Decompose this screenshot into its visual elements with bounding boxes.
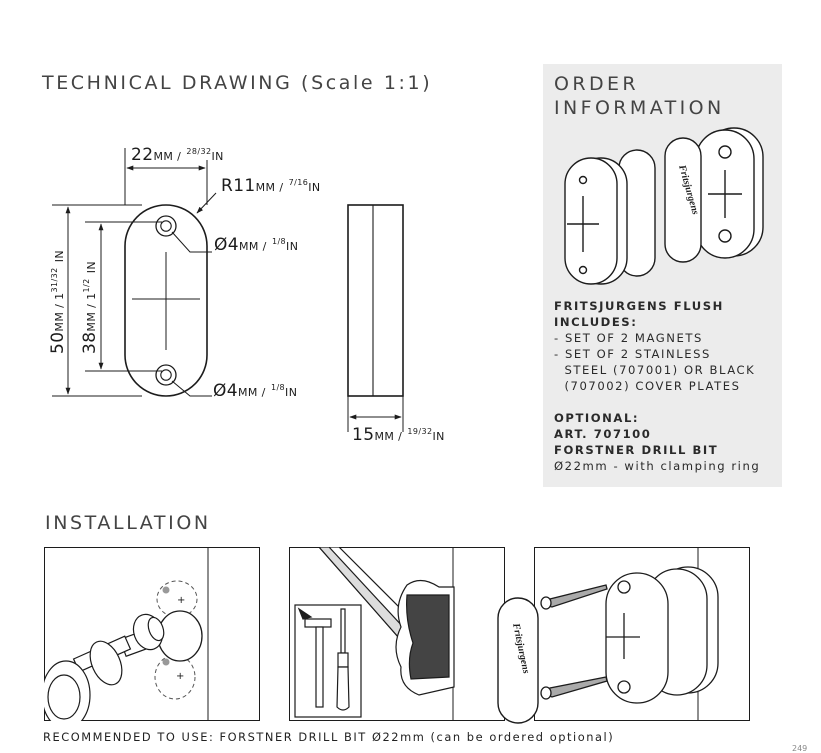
hole-bottom-label: Ø4MM / 1/8IN (213, 381, 298, 401)
hole-bottom-inner (160, 369, 172, 381)
height-label: 50MM / 131/32 IN (48, 249, 68, 354)
magnet-side-outline (347, 204, 404, 397)
cover-plate-logo (664, 137, 702, 263)
optional-product: FORSTNER DRILL BIT (554, 443, 719, 457)
hole-top-label: Ø4MM / 1/8IN (214, 235, 299, 255)
hole-bottom-outer (155, 364, 177, 386)
installation-step-drill: ++ (44, 547, 260, 721)
spacing-label: 38MM / 11/2 IN (80, 260, 100, 354)
hole-bottom-leader (171, 380, 212, 397)
technical-drawing-title: TECHNICAL DRAWING (Scale 1:1) (42, 72, 433, 94)
includes-items: - SET OF 2 MAGNETS - SET OF 2 STAINLESS … (554, 331, 756, 393)
back-magnet-hole-top (718, 145, 732, 159)
installation-step-screw (534, 547, 750, 721)
installation-title: INSTALLATION (45, 512, 211, 534)
hole-top-inner (160, 220, 172, 232)
product-illustration: Fritsjurgens (564, 127, 764, 285)
svg-text:+: + (176, 671, 184, 682)
back-magnet-hole-bottom (718, 229, 732, 243)
footer-recommendation: RECOMMENDED TO USE: FORSTNER DRILL BIT Ø… (43, 730, 615, 744)
radius-label: R11MM / 7/16IN (221, 176, 321, 196)
optional-heading: OPTIONAL: (554, 411, 640, 425)
optional-detail: Ø22mm - with clamping ring (554, 459, 761, 473)
optional-art: ART. 707100 (554, 427, 652, 441)
front-magnet-body (564, 157, 618, 285)
order-information-title: ORDER INFORMATION (554, 73, 725, 119)
radius-leader (196, 192, 217, 214)
page-number: 249 (792, 744, 808, 753)
order-details: FRITSJURGENS FLUSH INCLUDES: - SET OF 2 … (554, 298, 760, 474)
hole-top-leader (171, 231, 212, 253)
depth-label: 15MM / 19/32IN (352, 425, 445, 445)
hole-top-outer (155, 215, 177, 237)
magnet-front-outline (124, 204, 208, 397)
cover-plate-installation: Fritsjurgens (497, 597, 539, 724)
width-label: 22MM / 28/32IN (131, 145, 224, 165)
installation-step-chisel (289, 547, 505, 721)
includes-heading: FRITSJURGENS FLUSH INCLUDES: (554, 299, 724, 329)
svg-text:+: + (177, 595, 185, 606)
